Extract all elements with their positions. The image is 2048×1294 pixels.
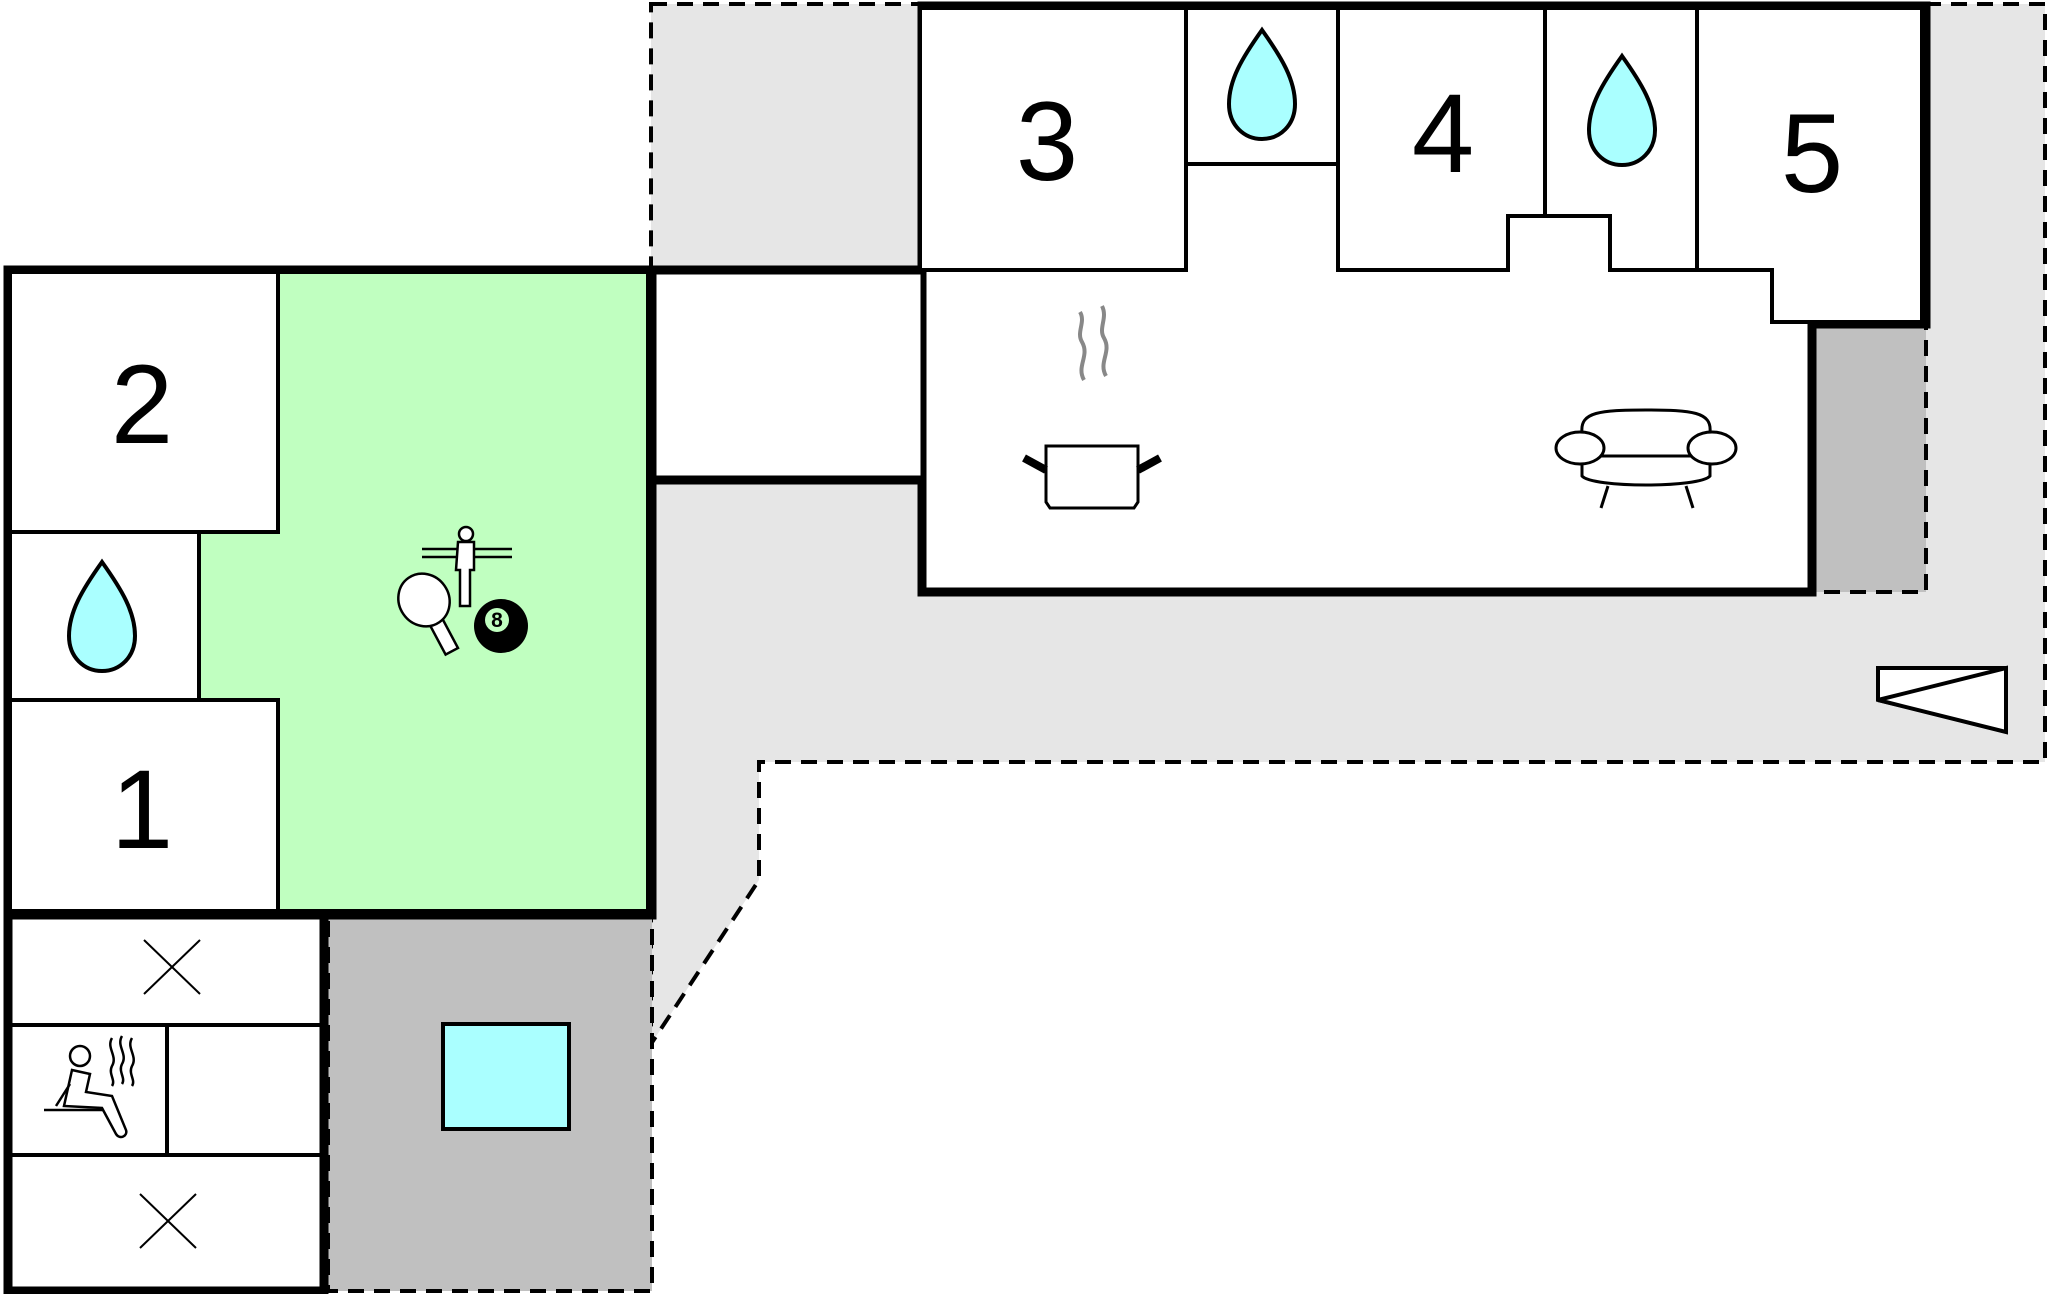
table-football-icon — [422, 525, 512, 608]
water-drop-icon — [1586, 52, 1658, 168]
storage-room-1 — [8, 913, 324, 1027]
covered-terrace — [1808, 324, 1928, 594]
sauna-room — [8, 1023, 169, 1157]
sauna-icon — [44, 1035, 135, 1139]
shower-room — [165, 1023, 324, 1157]
corridor — [652, 270, 922, 480]
pool-icon — [441, 1022, 571, 1131]
water-drop-icon — [66, 558, 138, 674]
bedroom-5 — [1695, 6, 1924, 324]
bedroom-2 — [8, 270, 280, 534]
cross-icon — [143, 939, 201, 995]
water-drop-icon — [1226, 26, 1298, 142]
table-tennis-icon — [397, 572, 460, 657]
room-label-1: 1 — [111, 747, 173, 872]
room-label-5: 5 — [1781, 91, 1843, 216]
svg-text:8: 8 — [491, 609, 503, 632]
room-label-4: 4 — [1412, 71, 1474, 196]
bedroom-1 — [8, 698, 280, 913]
billiard-ball-icon: 8 — [474, 599, 528, 653]
cooking-pot-icon — [1022, 305, 1162, 510]
room-label-2: 2 — [111, 342, 173, 467]
sofa-icon — [1554, 408, 1738, 509]
cross-icon — [139, 1193, 197, 1249]
room-label-3: 3 — [1016, 79, 1078, 204]
